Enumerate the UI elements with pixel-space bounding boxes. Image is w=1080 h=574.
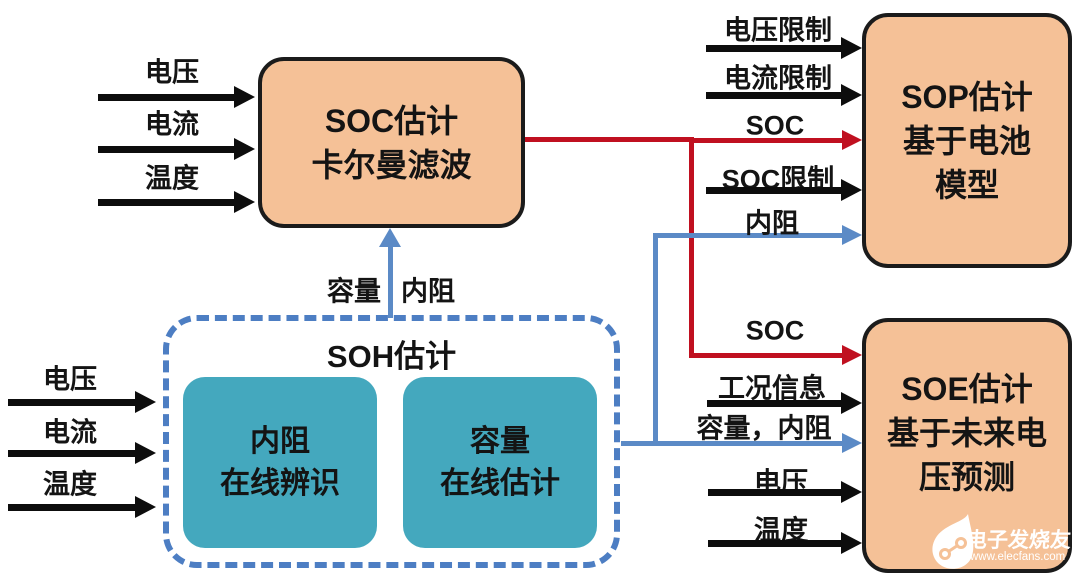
arrow-voltage-to-soh — [8, 390, 156, 414]
resistance-box-line2: 在线辨识 — [220, 466, 340, 500]
arrow-current-to-soc — [98, 137, 255, 161]
arrowhead-icon — [135, 391, 156, 413]
arrow-voltage-to-soc — [98, 85, 255, 109]
arrow-temperature-to-soe — [708, 531, 862, 555]
arrowhead-icon — [842, 225, 862, 245]
arrowhead-icon — [234, 86, 255, 108]
arrowhead-icon — [135, 496, 156, 518]
arrowhead-icon — [842, 433, 862, 453]
soh-capacity-estimation-block: 容量 在线估计 — [403, 377, 597, 548]
soe-block-subtitle-line2: 压预测 — [918, 458, 1015, 495]
soh-estimation-block: SOH估计 — [163, 315, 620, 568]
label-sop-input-soc: SOC — [745, 110, 805, 141]
soc-block-subtitle: 卡尔曼滤波 — [311, 146, 472, 183]
connector-soh-vertical — [653, 233, 658, 446]
label-soc-input-voltage: 电压 — [145, 57, 199, 88]
label-sop-input-current-limit: 电流限制 — [724, 63, 832, 94]
sop-block-subtitle-line2: 模型 — [934, 166, 999, 203]
soc-estimation-block: SOC估计 卡尔曼滤波 — [258, 57, 525, 228]
label-soc-input-current: 电流 — [145, 109, 199, 140]
connector-soc-output-horizontal — [523, 137, 693, 142]
arrowhead-icon — [842, 130, 862, 150]
arrowhead-icon — [841, 37, 862, 59]
soe-block-title: SOE估计 — [901, 370, 1033, 407]
soh-resistance-identification-block: 内阻 在线辨识 — [183, 377, 377, 548]
label-sop-input-voltage-limit: 电压限制 — [724, 15, 832, 46]
label-sop-input-resistance: 内阻 — [745, 208, 799, 239]
arrow-current-to-soh — [8, 441, 156, 465]
arrowhead-icon — [841, 532, 862, 554]
arrow-soh-to-sop — [655, 223, 862, 247]
label-soe-input-condition-info: 工况信息 — [718, 373, 826, 404]
arrow-soc-to-soe — [691, 343, 862, 367]
label-soe-input-soc: SOC — [745, 315, 805, 346]
arrow-temperature-to-soc — [98, 190, 255, 214]
watermark-url: www.elecfans.com — [970, 551, 1066, 563]
connector-soc-vertical — [689, 137, 694, 358]
capacity-box-line2: 在线估计 — [440, 466, 560, 500]
arrow-voltage-limit-to-sop — [706, 36, 862, 60]
capacity-box-line1: 容量 — [470, 424, 530, 458]
sop-block-title: SOP估计 — [901, 78, 1033, 115]
sop-block-subtitle-line1: 基于电池 — [902, 122, 1031, 159]
connector-soh-to-soc-line — [388, 245, 393, 318]
arrowhead-icon — [841, 84, 862, 106]
arrowhead-icon — [234, 138, 255, 160]
label-soh-input-temperature: 温度 — [43, 469, 97, 500]
label-capacity-feedback: 容量 — [327, 276, 381, 307]
soc-block-title: SOC估计 — [324, 102, 459, 139]
arrowhead-icon — [841, 179, 862, 201]
arrowhead-icon — [234, 191, 255, 213]
label-soe-input-capacity-resistance: 容量，内阻 — [696, 413, 832, 444]
label-soh-input-voltage: 电压 — [43, 364, 97, 395]
label-resistance-feedback: 内阻 — [401, 276, 455, 307]
arrowhead-icon — [841, 392, 862, 414]
arrow-voltage-to-soe — [708, 480, 862, 504]
soh-block-title: SOH估计 — [326, 339, 457, 374]
arrow-soc-limit-to-sop — [706, 178, 862, 202]
arrow-soc-to-sop — [691, 128, 862, 152]
arrowhead-icon — [841, 481, 862, 503]
arrow-condition-info-to-soe — [707, 391, 862, 415]
label-soc-input-temperature: 温度 — [145, 163, 199, 194]
elecfans-logo-icon — [932, 514, 974, 569]
arrow-current-limit-to-sop — [706, 83, 862, 107]
arrowhead-icon — [135, 442, 156, 464]
watermark-brand: 电子发烧友 — [965, 529, 1072, 552]
arrow-soh-to-soe — [621, 431, 862, 455]
arrowhead-icon — [842, 345, 862, 365]
arrowhead-up-icon — [379, 228, 401, 247]
sop-estimation-block: SOP估计 基于电池 模型 — [862, 13, 1072, 268]
resistance-box-line1: 内阻 — [250, 424, 310, 458]
arrow-temperature-to-soh — [8, 495, 156, 519]
label-soh-input-current: 电流 — [43, 417, 97, 448]
soe-block-subtitle-line1: 基于未来电 — [886, 414, 1047, 451]
